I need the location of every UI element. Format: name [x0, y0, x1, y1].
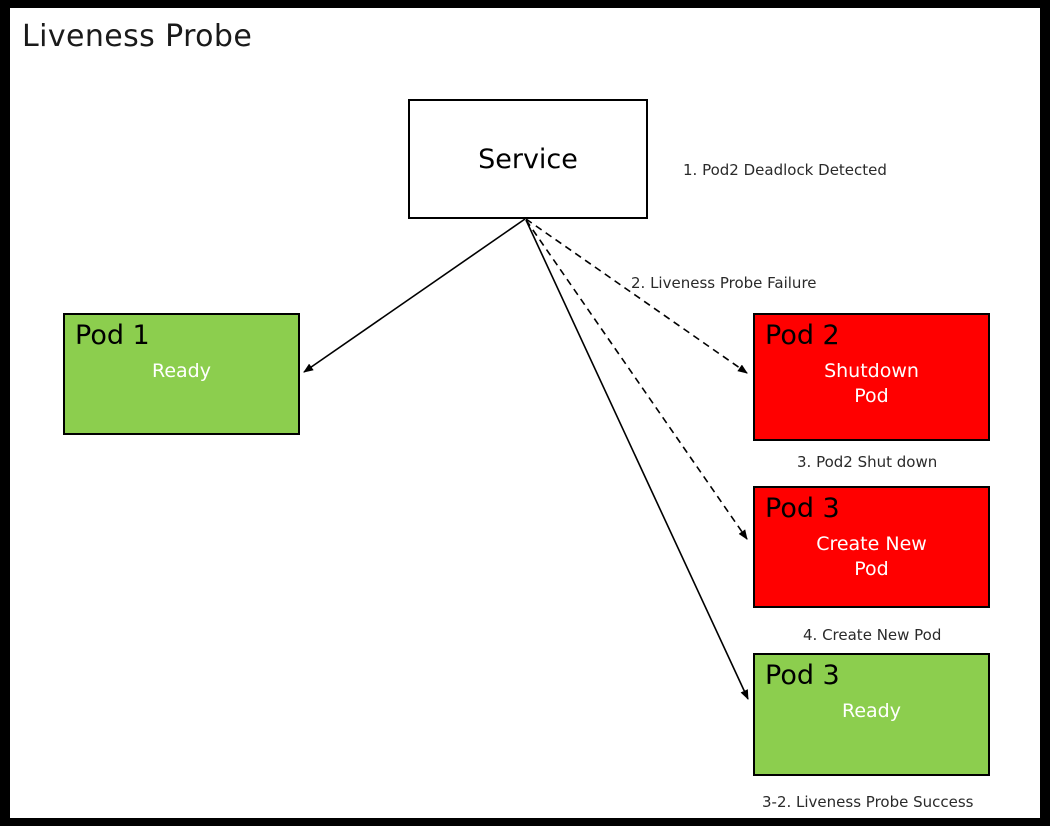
- annotation-step-4: 4. Create New Pod: [803, 626, 942, 644]
- node-pod3-new-status: Create New Pod: [816, 533, 927, 580]
- node-pod3-new[interactable]: Pod 3 Create New Pod: [753, 486, 990, 608]
- node-pod3-ready-status: Ready: [842, 700, 901, 722]
- node-pod3-ready-label: Pod 3: [765, 660, 840, 691]
- node-pod3-ready[interactable]: Pod 3 Ready: [753, 653, 990, 776]
- edge-service-to-pod1: [303, 218, 526, 373]
- node-service-label: Service: [478, 143, 578, 175]
- annotation-step-1: 1. Pod2 Deadlock Detected: [683, 161, 887, 179]
- page-title: Liveness Probe: [22, 19, 253, 54]
- edge-service-to-pod3-new: [525, 219, 748, 540]
- annotation-step-3-2: 3-2. Liveness Probe Success: [762, 793, 974, 811]
- node-pod1-status: Ready: [152, 360, 211, 382]
- annotation-step-2: 2. Liveness Probe Failure: [631, 274, 817, 292]
- node-service[interactable]: Service: [408, 99, 648, 219]
- node-pod2[interactable]: Pod 2 Shutdown Pod: [753, 313, 990, 441]
- diagram-page: Liveness Probe Service Pod 1 Ready Pod 2…: [10, 8, 1040, 818]
- node-pod2-status: Shutdown Pod: [824, 360, 919, 407]
- edge-service-to-pod2: [525, 218, 748, 374]
- node-pod3-new-label: Pod 3: [765, 493, 840, 524]
- node-pod2-label: Pod 2: [765, 320, 840, 351]
- node-pod1[interactable]: Pod 1 Ready: [63, 313, 300, 435]
- annotation-step-3: 3. Pod2 Shut down: [797, 453, 938, 471]
- node-pod1-label: Pod 1: [75, 320, 150, 351]
